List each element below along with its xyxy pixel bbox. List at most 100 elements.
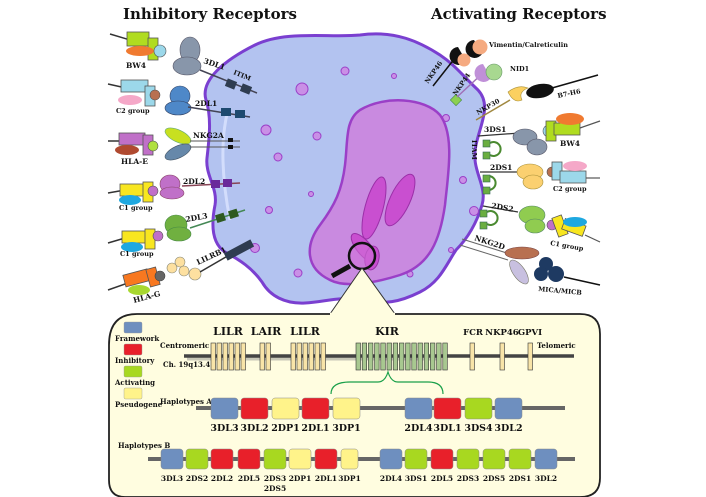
gene-box-activating bbox=[482, 448, 506, 470]
locus-gene-bar bbox=[368, 342, 374, 371]
locus-gene-bar bbox=[355, 342, 361, 371]
ligand-label: NID1 bbox=[510, 65, 529, 73]
locus-gene-bar bbox=[290, 342, 296, 371]
legend-label: Framework bbox=[115, 334, 159, 343]
locus-gene-bar bbox=[210, 342, 216, 371]
gene-label: 3DL3 bbox=[210, 423, 238, 434]
gene-box-framework bbox=[534, 448, 558, 470]
haplotype-b-label: Haplotypes B bbox=[118, 441, 170, 450]
locus-gene-bar bbox=[296, 342, 302, 371]
vesicle bbox=[273, 152, 283, 162]
gene-label: 2DS5 bbox=[483, 474, 505, 483]
locus-label: NKP46 bbox=[485, 328, 518, 338]
itam-label: ITAM bbox=[470, 140, 478, 160]
legend-label: Activating bbox=[114, 378, 155, 387]
vesicle bbox=[459, 176, 467, 184]
vesicle bbox=[265, 206, 273, 214]
receptor-label: 2DL2 bbox=[183, 177, 205, 186]
ligand-label: C1 group bbox=[120, 250, 154, 258]
receptor-label: 2DL3 bbox=[185, 211, 208, 224]
ligand-label: B7-H6 bbox=[557, 87, 582, 100]
locus-label: KIR bbox=[375, 325, 400, 338]
locus-gene-bar bbox=[442, 342, 448, 371]
inhibitory-receptors: BW4 3DL1 ITIM C2 group 2DL1 bbox=[107, 31, 258, 305]
locus-gene-bar bbox=[380, 342, 386, 371]
gene-box-framework bbox=[379, 448, 403, 470]
gene-sublabel: 2DS5 bbox=[264, 484, 286, 493]
gene-box-framework bbox=[494, 397, 523, 420]
gene-box-activating bbox=[404, 448, 428, 470]
ligand-label: BW4 bbox=[560, 139, 580, 148]
itam-dimer bbox=[482, 139, 502, 160]
gene-label: 3DL2 bbox=[494, 423, 522, 434]
gene-label: 2DS3 bbox=[264, 474, 286, 483]
vesicle bbox=[469, 206, 479, 216]
receptor-label: NKG2A bbox=[193, 131, 224, 140]
ligand-label: C1 group bbox=[119, 204, 153, 212]
locus-label: LAIR bbox=[251, 325, 282, 338]
vesicle bbox=[312, 131, 322, 141]
gene-label: 3DS4 bbox=[464, 423, 493, 434]
ligand-label: C2 group bbox=[553, 185, 587, 193]
locus-gene-bar bbox=[374, 342, 380, 371]
locus-gene-bar bbox=[405, 342, 411, 371]
chromosome-band-label: Ch. 19q13.4 bbox=[163, 360, 210, 369]
locus-label: LILR bbox=[290, 325, 321, 338]
locus-gene-bar bbox=[314, 342, 320, 371]
receptor-label: 3DL1 bbox=[202, 56, 226, 71]
receptor-nkg2d: MICA/MICB NKG2D bbox=[459, 233, 601, 297]
legend-label: Pseudogene bbox=[115, 400, 163, 409]
centromeric-label: Centromeric bbox=[160, 341, 209, 350]
locus-gene-bar bbox=[469, 342, 475, 371]
gene-box-framework bbox=[404, 397, 433, 420]
gene-box-pseudogene bbox=[288, 448, 312, 470]
gene-label: 2DS3 bbox=[457, 474, 479, 483]
gene-box-activating bbox=[508, 448, 532, 470]
gene-box-activating bbox=[456, 448, 480, 470]
locus-gene-bar bbox=[386, 342, 392, 371]
receptor-label: 2DL1 bbox=[195, 99, 217, 108]
locus-label: LILR bbox=[213, 325, 244, 338]
gene-label: 3DP1 bbox=[332, 423, 361, 434]
kir-expansion-brace bbox=[330, 369, 444, 395]
gene-label: 2DL2 bbox=[211, 474, 233, 483]
nk-cell bbox=[203, 32, 487, 305]
gene-box-pseudogene bbox=[340, 448, 359, 470]
ligand-label: C1 group bbox=[550, 239, 585, 253]
receptor-label: 2DS1 bbox=[490, 163, 512, 172]
receptor-nkp46: Vimentin/Calreticulin NKP46 bbox=[423, 39, 568, 87]
locus-gene-bar bbox=[392, 342, 399, 371]
receptor-2dl2: C1 group 2DL2 bbox=[107, 174, 241, 212]
gene-label: 2DS1 bbox=[509, 474, 531, 483]
locus-gene-bar bbox=[302, 342, 308, 371]
vesicle bbox=[293, 268, 303, 278]
receptor-3ds1: BW4 3DS1 ITAM bbox=[470, 113, 601, 160]
ligand-label: HLA-E bbox=[121, 157, 148, 166]
gene-label: 3DL3 bbox=[161, 474, 183, 483]
gene-label: 2DL4 bbox=[404, 423, 433, 434]
vesicle bbox=[308, 191, 314, 197]
gene-box-framework bbox=[160, 448, 184, 470]
gene-box-pseudogene bbox=[271, 397, 300, 420]
locus-gene-bar bbox=[234, 342, 240, 371]
receptor-2ds1: C2 group 2DS1 bbox=[480, 161, 600, 195]
gene-label: 2DL5 bbox=[238, 474, 260, 483]
locus-label: GPVI bbox=[518, 328, 542, 338]
locus-gene-bar bbox=[499, 342, 505, 371]
receptor-label: 2DS2 bbox=[491, 201, 515, 214]
locus-gene-bar bbox=[259, 342, 265, 371]
ligand-label: BW4 bbox=[126, 61, 146, 70]
gene-label: 3DL1 bbox=[433, 423, 461, 434]
gene-box-inhibitory bbox=[210, 448, 234, 470]
locus-gene-bar bbox=[411, 342, 417, 371]
locus-gene-bar bbox=[228, 342, 234, 371]
gene-box-pseudogene bbox=[332, 397, 361, 420]
gene-label: 2DL5 bbox=[431, 474, 453, 483]
locus-gene-bar bbox=[320, 342, 326, 371]
gene-box-inhibitory bbox=[430, 448, 454, 470]
receptor-nkg2a: HLA-E NKG2A bbox=[108, 127, 240, 166]
locus-gene-bar bbox=[361, 342, 368, 371]
gene-box-inhibitory bbox=[240, 397, 269, 420]
